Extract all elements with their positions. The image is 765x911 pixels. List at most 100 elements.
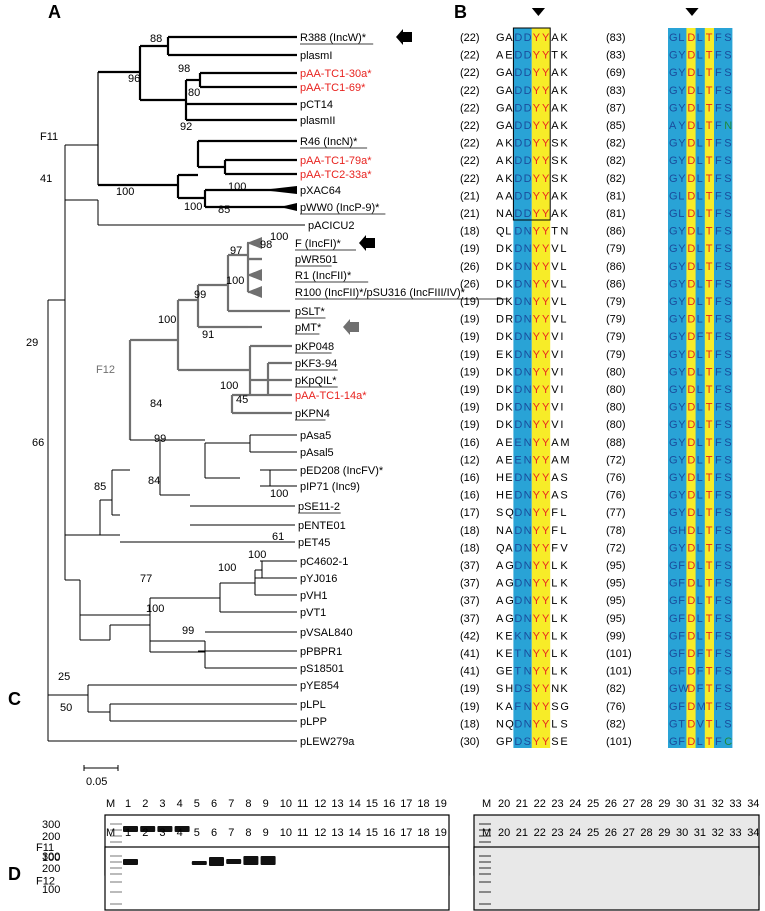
residue: I	[560, 331, 563, 343]
residue: H	[496, 490, 504, 502]
residue: K	[505, 349, 513, 361]
residue: L	[697, 525, 703, 537]
residue: V	[551, 243, 559, 255]
residue: S	[551, 138, 558, 150]
residue: Y	[678, 366, 686, 378]
residue: K	[560, 85, 568, 97]
position-number: (19)	[460, 683, 480, 695]
residue: D	[687, 331, 695, 343]
residue: T	[706, 102, 713, 114]
lane-label: 30	[676, 798, 688, 810]
residue: P	[505, 736, 512, 748]
residue: K	[505, 296, 513, 308]
leaf-label: pYJ016	[300, 573, 337, 585]
residue: Y	[542, 454, 550, 466]
residue: G	[669, 472, 678, 484]
position-number: (37)	[460, 560, 480, 572]
position-number: (17)	[460, 507, 480, 519]
residue: D	[514, 736, 522, 748]
bootstrap-value: 100	[220, 380, 238, 392]
residue: Y	[533, 243, 541, 255]
residue: A	[496, 560, 504, 572]
residue: T	[514, 648, 521, 660]
residue: S	[724, 648, 731, 660]
residue: L	[697, 67, 703, 79]
residue: G	[669, 384, 678, 396]
residue: E	[505, 490, 512, 502]
residue: D	[514, 384, 522, 396]
group-label-f11: F11	[40, 131, 58, 143]
residue: Y	[678, 542, 686, 554]
residue: F	[715, 190, 722, 202]
residue: Y	[533, 701, 541, 713]
lane-label: 15	[366, 798, 378, 810]
residue: Y	[542, 613, 550, 625]
gap-length: (83)	[606, 85, 626, 97]
residue: T	[706, 208, 713, 220]
leaf-label: pYE854	[300, 680, 339, 692]
residue: W	[678, 683, 689, 695]
residue: A	[505, 701, 513, 713]
residue: G	[669, 560, 678, 572]
residue: G	[496, 32, 505, 44]
bootstrap-value: 100	[270, 488, 288, 500]
residue: K	[560, 138, 568, 150]
residue: G	[669, 613, 678, 625]
lane-label: 22	[534, 798, 546, 810]
residue: V	[551, 419, 559, 431]
leaf-label: pAsal5	[300, 447, 334, 459]
gap-length: (88)	[606, 437, 626, 449]
position-number: (22)	[460, 50, 480, 62]
residue: Y	[542, 67, 550, 79]
dna-band	[123, 859, 138, 865]
residue: T	[706, 314, 713, 326]
residue: S	[724, 296, 731, 308]
residue: V	[551, 261, 559, 273]
lane-label: 17	[400, 827, 412, 839]
bootstrap-value: 61	[272, 531, 284, 543]
residue: L	[697, 402, 703, 414]
residue: F	[715, 243, 722, 255]
residue: S	[724, 138, 731, 150]
leaf-label: plasmI	[300, 50, 332, 62]
position-number: (18)	[460, 525, 480, 537]
residue: D	[514, 472, 522, 484]
residue: Y	[542, 50, 550, 62]
ladder-band	[110, 823, 122, 825]
gap-length: (82)	[606, 683, 626, 695]
leaf-label: pPBPR1	[300, 646, 342, 658]
lane-label: 28	[640, 827, 652, 839]
residue: K	[505, 278, 513, 290]
residue: G	[669, 190, 678, 202]
lane-label: 11	[297, 798, 308, 810]
dna-band	[209, 857, 224, 866]
residue: L	[551, 718, 557, 730]
bootstrap-value: 100	[158, 314, 176, 326]
residue: S	[724, 208, 731, 220]
bootstrap-value: 98	[260, 239, 272, 251]
ladder-size: 200	[42, 863, 60, 875]
residue: G	[669, 138, 678, 150]
residue: D	[524, 32, 532, 44]
residue: F	[715, 32, 722, 44]
residue: S	[724, 384, 731, 396]
residue: L	[715, 718, 721, 730]
position-number: (22)	[460, 173, 480, 185]
residue: Y	[533, 402, 541, 414]
residue: A	[496, 437, 504, 449]
residue: N	[524, 349, 532, 361]
marker-arrow-icon	[396, 29, 412, 45]
dna-band	[260, 856, 276, 865]
position-number: (37)	[460, 613, 480, 625]
residue: G	[669, 50, 678, 62]
residue: N	[524, 278, 532, 290]
lane-label: 33	[729, 827, 741, 839]
dna-band	[191, 861, 207, 865]
gap-length: (80)	[606, 402, 626, 414]
lane-label: 24	[569, 798, 581, 810]
residue: T	[706, 366, 713, 378]
residue: T	[706, 138, 713, 150]
position-number: (41)	[460, 666, 480, 678]
residue: K	[496, 630, 504, 642]
residue: S	[724, 595, 731, 607]
